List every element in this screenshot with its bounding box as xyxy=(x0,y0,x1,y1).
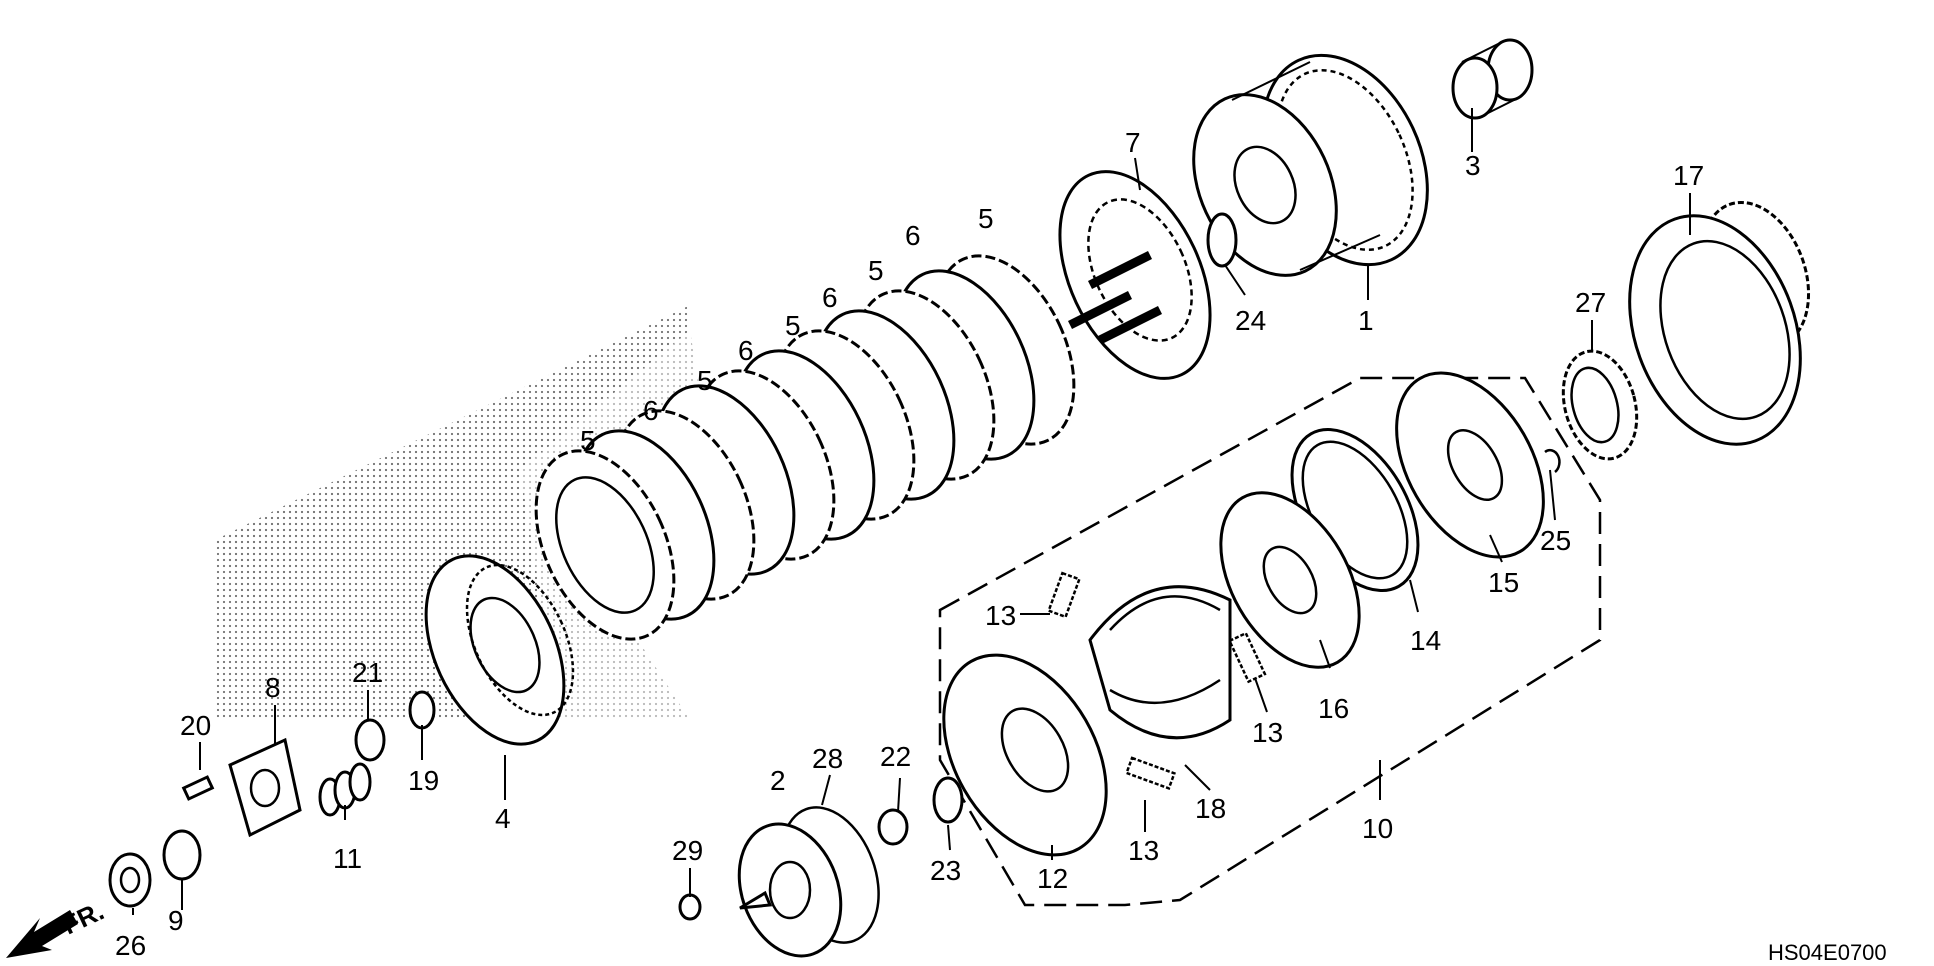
clutch-outer-housing xyxy=(1192,53,1429,277)
callout-3: 3 xyxy=(1465,150,1481,181)
washer-24 xyxy=(1206,212,1238,268)
left-small-parts xyxy=(108,690,436,908)
callout-14: 14 xyxy=(1410,625,1441,656)
callout-29: 29 xyxy=(672,835,703,866)
callout-25: 25 xyxy=(1540,525,1571,556)
circlip-25 xyxy=(1544,448,1561,473)
callout-27: 27 xyxy=(1575,287,1606,318)
callout-15: 15 xyxy=(1488,567,1519,598)
leader-lines xyxy=(132,108,1691,915)
callout-9: 9 xyxy=(168,905,184,936)
callout-12: 12 xyxy=(1037,863,1068,894)
callout-18: 18 xyxy=(1195,793,1226,824)
front-arrow-icon: FR. xyxy=(6,896,109,958)
callout-2: 2 xyxy=(770,765,786,796)
callout-5-d: 5 xyxy=(868,255,884,286)
callout-10: 10 xyxy=(1362,813,1393,844)
callout-11: 11 xyxy=(333,843,362,874)
drive-plate-12 xyxy=(942,653,1108,857)
pressure-plate xyxy=(424,554,575,746)
plate-15 xyxy=(1395,371,1545,559)
callout-labels: 1 2 3 4 5 5 5 5 5 6 6 6 6 7 8 9 10 11 12… xyxy=(115,127,1704,961)
callout-6-d: 6 xyxy=(905,220,921,251)
callout-6-a: 6 xyxy=(643,395,659,426)
clutch-drum xyxy=(1628,200,1811,446)
callout-4: 4 xyxy=(495,803,511,834)
one-way-bearing xyxy=(1561,349,1639,461)
callout-21: 21 xyxy=(352,657,383,688)
front-marker-label: FR. xyxy=(58,896,109,941)
callout-17: 17 xyxy=(1673,160,1704,191)
clutch-weights-18 xyxy=(1088,585,1232,740)
callout-16: 16 xyxy=(1318,693,1349,724)
callout-28: 28 xyxy=(812,743,843,774)
callout-5-b: 5 xyxy=(697,365,713,396)
callout-13-b: 13 xyxy=(1252,717,1283,748)
callout-26: 26 xyxy=(115,930,146,961)
callout-7: 7 xyxy=(1125,127,1141,158)
callout-23: 23 xyxy=(930,855,961,886)
springs-13 xyxy=(1047,571,1267,790)
plate-16 xyxy=(1219,491,1361,669)
callout-20: 20 xyxy=(180,710,211,741)
clutch-center-plate xyxy=(1058,170,1212,380)
lifter-cam-assembly xyxy=(678,806,880,958)
callout-5-c: 5 xyxy=(785,310,801,341)
callout-8: 8 xyxy=(265,672,281,703)
callout-1: 1 xyxy=(1358,305,1374,336)
callout-13-c: 13 xyxy=(1128,835,1159,866)
nut-22 xyxy=(877,808,909,846)
callout-5-e: 5 xyxy=(978,203,994,234)
callout-5-a: 5 xyxy=(580,425,596,456)
washer-23 xyxy=(932,776,964,824)
clutch-plate-stack xyxy=(534,254,1076,641)
collar xyxy=(1451,38,1534,120)
callout-6-b: 6 xyxy=(738,335,754,366)
dotted-shading xyxy=(215,305,700,720)
plate-8 xyxy=(228,737,302,838)
callout-19: 19 xyxy=(408,765,439,796)
callout-22: 22 xyxy=(880,741,911,772)
callout-13-a: 13 xyxy=(985,600,1016,631)
diagram-code: HS04E0700 xyxy=(1768,940,1887,965)
callout-6-c: 6 xyxy=(822,282,838,313)
callout-24: 24 xyxy=(1235,305,1266,336)
